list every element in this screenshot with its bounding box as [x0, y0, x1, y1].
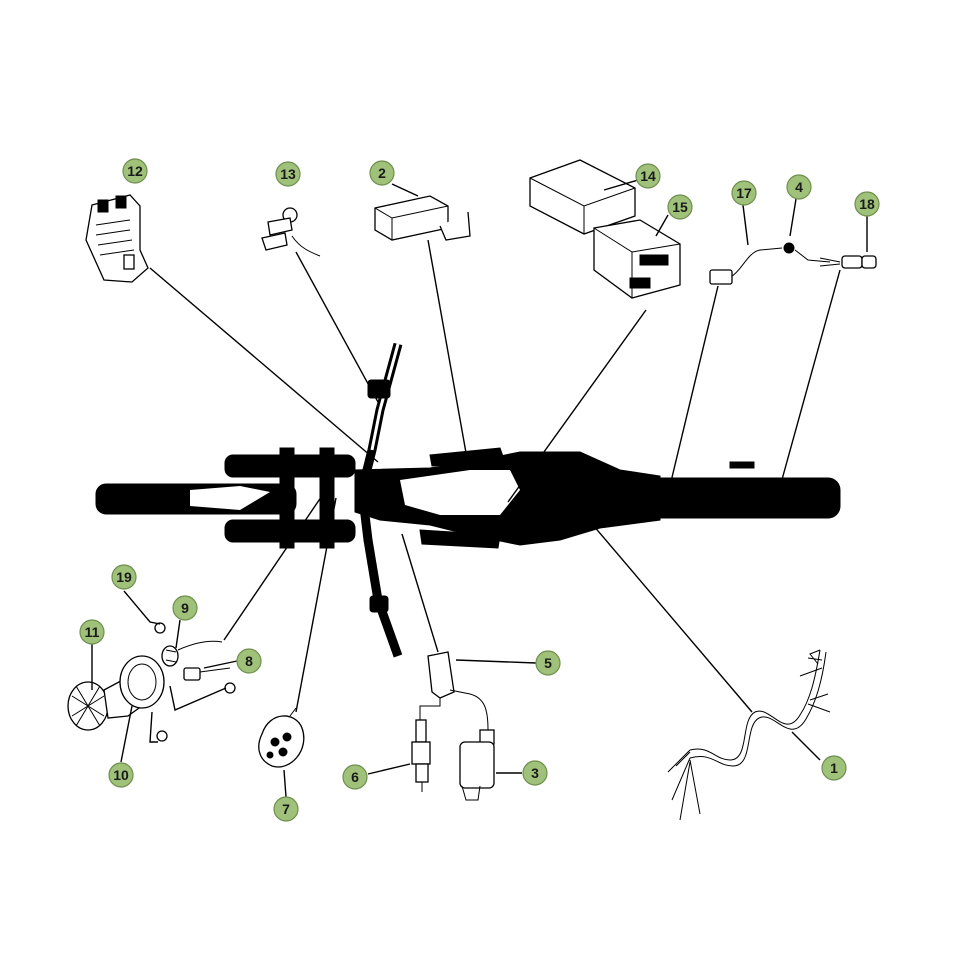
svg-text:18: 18: [859, 196, 875, 212]
part-9-grommet: [161, 645, 179, 667]
callout-12: 12: [122, 158, 148, 184]
bar-switch-lower: [369, 595, 389, 613]
callout-2: 2: [369, 160, 395, 186]
part-19-bolts: [154, 622, 236, 742]
callout-badges: 12 13 2 14 15 17 4 18 19 9 11: [79, 158, 880, 822]
svg-text:15: 15: [672, 199, 688, 215]
svg-text:12: 12: [127, 163, 143, 179]
part-5-plug-cap: [419, 651, 455, 720]
callout-1: 1: [821, 755, 847, 781]
callout-4: 4: [786, 174, 812, 200]
part-13-brake-switch: [261, 207, 321, 257]
callout-15: 15: [667, 194, 693, 220]
svg-text:1: 1: [830, 760, 838, 776]
svg-text:5: 5: [544, 655, 552, 671]
callout-5: 5: [535, 650, 561, 676]
svg-text:9: 9: [181, 600, 189, 616]
fender-highlight: [190, 486, 270, 510]
part-3-ignition-coil: [449, 689, 495, 801]
callout-6: 6: [342, 764, 368, 790]
callout-17: 17: [731, 180, 757, 206]
part-15-regulator: [593, 219, 681, 299]
exhaust-bottom: [419, 529, 501, 549]
fork-clamp-b: [319, 447, 335, 549]
callout-11: 11: [79, 619, 105, 645]
svg-text:19: 19: [116, 569, 132, 585]
svg-text:17: 17: [736, 185, 752, 201]
exhaust-top: [429, 447, 506, 467]
svg-text:13: 13: [280, 166, 296, 182]
part-2-relay-box: [374, 195, 471, 241]
part-1-main-harness: [667, 649, 831, 821]
fork-clamp-a: [279, 447, 295, 549]
svg-text:6: 6: [351, 769, 359, 785]
callout-14: 14: [635, 163, 661, 189]
callout-19: 19: [111, 564, 137, 590]
part-12-switch-housing: [85, 194, 149, 283]
tank-highlight: [400, 470, 520, 515]
callout-13: 13: [275, 161, 301, 187]
callout-7: 7: [273, 796, 299, 822]
part-6-spark-plug: [411, 719, 431, 792]
leader-lines: [91, 177, 868, 798]
svg-text:7: 7: [282, 801, 290, 817]
callout-9: 9: [172, 595, 198, 621]
rear-reflector: [729, 461, 755, 469]
svg-text:4: 4: [795, 179, 803, 195]
svg-text:11: 11: [85, 624, 100, 640]
callout-8: 8: [236, 648, 262, 674]
part-7-horn: [258, 707, 305, 768]
part-17-4-18-sensor-cable: [709, 242, 877, 285]
svg-text:3: 3: [531, 765, 539, 781]
handlebar-highlight: [370, 343, 400, 451]
callout-3: 3: [522, 760, 548, 786]
callout-10: 10: [108, 762, 134, 788]
svg-text:8: 8: [245, 653, 253, 669]
part-8-headlight-connector: [177, 640, 231, 681]
svg-text:10: 10: [113, 767, 129, 783]
part-14-cdi-box: [529, 159, 636, 235]
callout-18: 18: [854, 191, 880, 217]
svg-text:14: 14: [640, 168, 656, 184]
motorcycle-silhouette: [95, 342, 841, 658]
part-10-headlight-shell: [119, 655, 165, 709]
svg-text:2: 2: [378, 165, 386, 181]
